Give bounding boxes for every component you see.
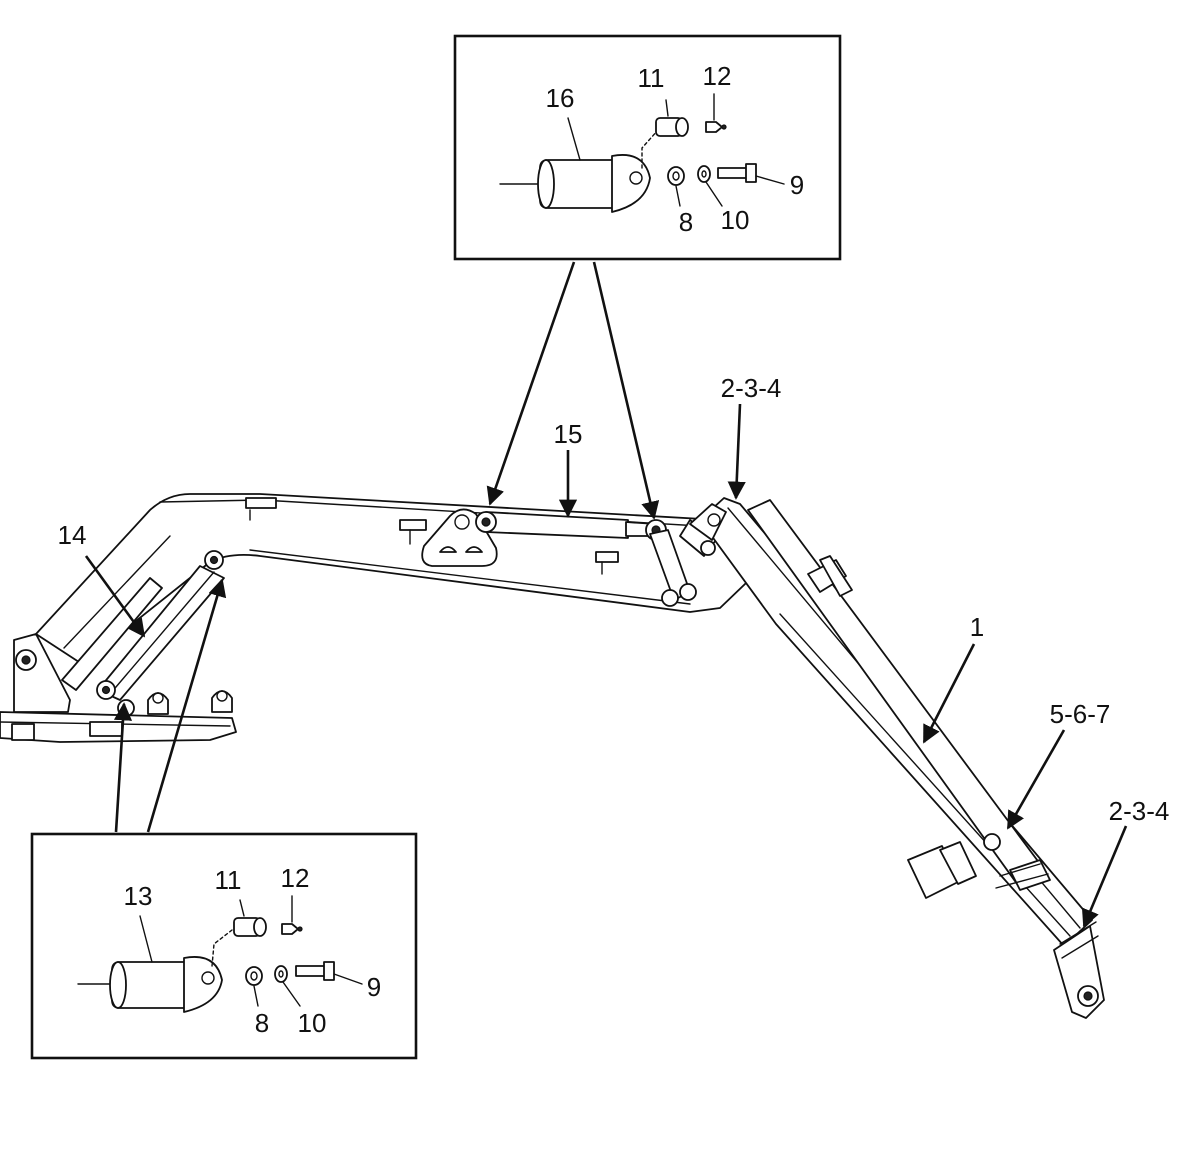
label-14: 14: [58, 520, 87, 550]
label-2-3-4-upper: 2-3-4: [721, 373, 782, 403]
label-8-top: 8: [679, 207, 693, 237]
arrow-13-right: [146, 578, 227, 833]
label-9-top: 9: [790, 170, 804, 200]
linkage: [649, 519, 717, 607]
label-2-3-4-lower: 2-3-4: [1109, 796, 1170, 826]
arrow-16-left: [486, 261, 576, 506]
arrow-2-3-4-upper: [727, 403, 746, 500]
arrow-13-left: [113, 702, 133, 833]
boom-assembly: [0, 493, 1105, 1019]
inset-bottom-frame: [30, 832, 418, 1060]
grease-fitting-icon: [705, 121, 727, 133]
label-12-bottom: 12: [281, 863, 310, 893]
inset-top-frame: [453, 34, 842, 261]
label-16: 16: [546, 83, 575, 113]
spacer-icon: [245, 966, 263, 986]
cylinder-icon: [537, 154, 651, 213]
label-11-bottom: 11: [215, 865, 242, 895]
label-8-bottom: 8: [255, 1008, 269, 1038]
dipper-arm: [689, 497, 1105, 1019]
label-12-top: 12: [703, 61, 732, 91]
washer-icon: [697, 165, 711, 183]
arrow-16-right: [592, 261, 660, 520]
base-frame: [0, 690, 237, 743]
cylinder-icon: [109, 956, 223, 1013]
bolt-icon: [717, 163, 757, 183]
label-11-top: 11: [638, 63, 665, 93]
grease-fitting-icon: [281, 923, 303, 935]
inset-bottom: 13 11 12 9 8 10: [30, 832, 418, 1060]
arrow-5-6-7: [1006, 729, 1066, 830]
spacer-icon: [667, 166, 685, 186]
label-10-top: 10: [721, 205, 750, 235]
dipper-cylinder: [475, 511, 667, 541]
bolt-icon: [295, 961, 335, 981]
callout-labels: 14 15 2-3-4 1 5-6-7 2-3-4: [58, 373, 1170, 826]
arrow-2-3-4-lower: [1081, 825, 1128, 928]
callout-arrows: [84, 261, 1128, 928]
label-9-bottom: 9: [367, 972, 381, 1002]
bushing-icon: [233, 917, 267, 937]
inset-top: 16 11 12 9 8 10: [453, 34, 842, 261]
label-10-bottom: 10: [298, 1008, 327, 1038]
boom-cylinder: [61, 550, 225, 717]
label-5-6-7: 5-6-7: [1050, 699, 1111, 729]
washer-icon: [274, 965, 288, 983]
boom-foot-bracket: [13, 633, 71, 713]
label-15: 15: [554, 419, 583, 449]
bushing-icon: [655, 117, 689, 137]
arrow-1: [922, 643, 976, 744]
label-1: 1: [970, 612, 984, 642]
label-13: 13: [124, 881, 153, 911]
arrow-14: [84, 555, 146, 638]
